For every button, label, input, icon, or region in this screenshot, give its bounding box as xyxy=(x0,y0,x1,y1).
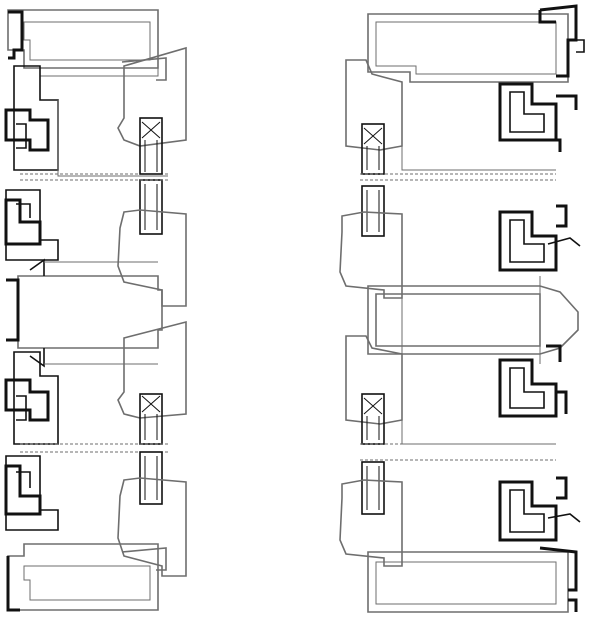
left-frame-sill xyxy=(4,451,187,612)
right-frame-sill xyxy=(339,459,581,613)
left-sash-top xyxy=(4,46,187,177)
left-column xyxy=(4,9,187,612)
right-sash-top xyxy=(345,59,578,175)
left-transom xyxy=(6,258,163,368)
right-transom xyxy=(367,276,579,364)
right-frame-head xyxy=(367,4,585,83)
right-sash-bead-top xyxy=(339,179,581,299)
left-sash-bottom xyxy=(4,320,187,453)
right-column xyxy=(339,4,585,613)
left-sash-bead-top xyxy=(4,179,187,307)
right-sash-bottom xyxy=(345,335,568,445)
left-frame-head xyxy=(7,9,167,81)
